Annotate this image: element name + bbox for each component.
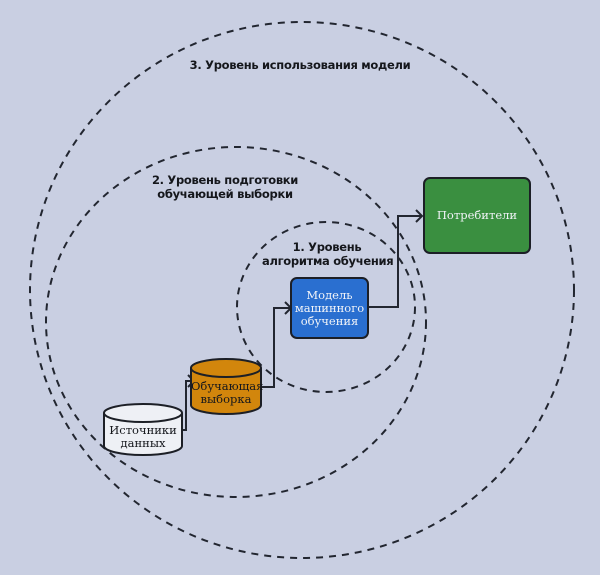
arrowhead-icon: [415, 209, 424, 223]
data-sources-label: Источники данных: [104, 424, 182, 450]
cylinder-top: [103, 403, 183, 423]
consumers-box[interactable]: Потребители: [423, 177, 531, 254]
ml-model-label-line2: машинного: [294, 300, 365, 315]
cylinder-top: [190, 358, 262, 378]
training-set-label-line2: выборка: [200, 392, 252, 406]
level-2-text-line2: обучающей выборки: [157, 187, 293, 201]
level-3-label: 3. Уровень использования модели: [180, 58, 420, 72]
level-3-ring: [29, 21, 575, 559]
cylinder-body: [103, 413, 183, 456]
level-1-text-line1: 1. Уровень: [292, 240, 362, 254]
level-3-text: 3. Уровень использования модели: [189, 58, 411, 72]
training-set-label-line1: Обучающая: [191, 379, 264, 393]
level-1-label: 1. Уровень алгоритма обучения: [262, 240, 394, 268]
data-sources-label-line1: Источники: [109, 423, 177, 437]
training-set-label: Обучающая выборка: [191, 379, 264, 406]
cylinder-body: [190, 368, 262, 415]
connector-model-to-consumers: [368, 215, 422, 308]
connector-training-to-model: [260, 307, 291, 388]
level-1-text-line2: алгоритма обучения: [262, 254, 394, 268]
ml-model-label-line3: обучения: [300, 313, 359, 328]
level-1-ring: [236, 221, 416, 393]
level-2-ring: [45, 146, 427, 498]
data-sources-label-line2: данных: [120, 436, 166, 450]
training-set-cylinder[interactable]: [190, 358, 262, 415]
data-sources-cylinder[interactable]: [103, 403, 183, 456]
consumers-label: Потребители: [436, 208, 518, 222]
ml-model-box[interactable]: Модель машинного обучения: [290, 277, 369, 339]
ml-model-label-line1: Модель: [306, 287, 353, 302]
level-2-label: 2. Уровень подготовки обучающей выборки: [150, 173, 300, 201]
level-2-text-line1: 2. Уровень подготовки: [151, 173, 299, 187]
